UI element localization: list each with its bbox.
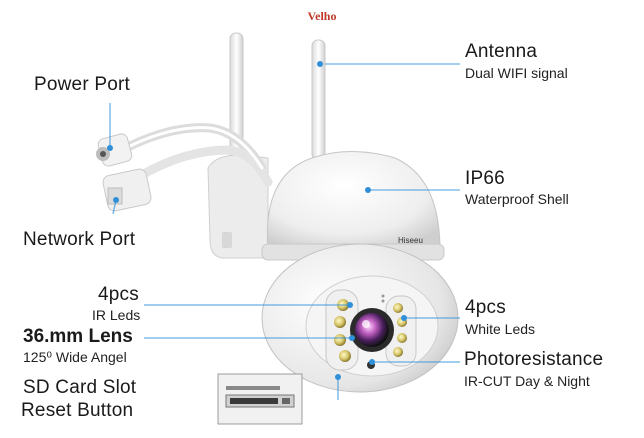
lens-label: 36.mm Lens	[23, 326, 133, 347]
power-port-label: Power Port	[34, 74, 130, 95]
antenna-label: Antenna	[465, 41, 538, 62]
sd-card-inset	[217, 373, 303, 425]
cables	[117, 123, 273, 187]
reset-button-label: Reset Button	[21, 400, 134, 421]
lens-angle-label: 125⁰ Wide Angel	[23, 349, 127, 365]
ip66-sub-label: Waterproof Shell	[465, 191, 569, 207]
ip66-label: IP66	[465, 168, 505, 189]
antenna-right	[311, 39, 326, 161]
watermark-text: Velho	[307, 9, 337, 23]
power-port-connector	[96, 133, 133, 167]
white-leds-count-label: 4pcs	[465, 297, 506, 318]
brand-logo-text: Hiseeu	[398, 236, 423, 245]
photoresistance-sub-label: IR-CUT Day & Night	[464, 373, 590, 389]
photoresistance-label: Photoresistance	[464, 349, 604, 370]
white-leds-label: White Leds	[465, 321, 536, 337]
callout-dots	[107, 61, 407, 380]
ir-leds-label: IR Leds	[92, 307, 141, 323]
antenna-sub-label: Dual WIFI signal	[465, 65, 568, 81]
network-port-label: Network Port	[23, 229, 136, 250]
sd-card-slot-label: SD Card Slot	[23, 377, 137, 398]
callout-lines	[109, 63, 460, 400]
network-port-connector	[102, 168, 152, 212]
ir-leds-count-label: 4pcs	[98, 284, 139, 305]
